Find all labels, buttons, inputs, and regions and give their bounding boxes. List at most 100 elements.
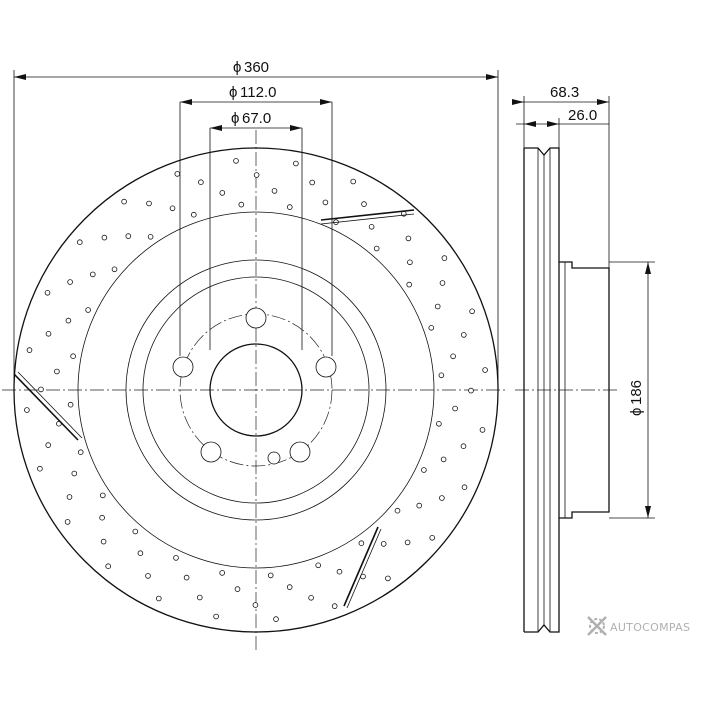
front-view: [2, 102, 505, 650]
bolt-hole: [289, 441, 311, 463]
gear-x-icon: [587, 616, 607, 636]
drill-hole: [65, 317, 72, 324]
drill-hole: [234, 586, 241, 592]
drill-hole: [100, 538, 107, 545]
hat-diameter-value: 186: [628, 380, 645, 405]
watermark-text: AUTOCOMPAS: [610, 621, 690, 634]
drill-hole: [145, 573, 151, 579]
drill-hole: [308, 594, 314, 601]
drill-hole: [271, 188, 278, 194]
drill-hole: [416, 502, 423, 509]
bolt-hole: [172, 356, 194, 378]
drill-hole: [434, 303, 441, 310]
drill-hole: [77, 449, 84, 456]
drill-hole: [479, 427, 486, 433]
drill-hole: [461, 484, 468, 491]
drill-hole: [336, 568, 343, 575]
drill-hole: [169, 205, 176, 212]
drill-hole: [219, 190, 226, 196]
drill-hole: [394, 507, 401, 514]
drill-hole: [37, 465, 43, 472]
drill-hole: [66, 494, 73, 500]
drill-hole: [156, 595, 162, 602]
drill-hole: [273, 616, 279, 622]
watermark: AUTOCOMPAS: [587, 616, 690, 636]
drill-hole: [71, 470, 78, 477]
drill-hole: [440, 456, 447, 463]
drill-hole: [252, 602, 259, 608]
drill-hole: [174, 171, 181, 177]
drill-hole: [469, 308, 475, 315]
drill-hole: [132, 528, 139, 535]
bolt-hole: [245, 307, 267, 329]
arrowhead: [486, 74, 498, 80]
drill-hole: [267, 572, 274, 579]
drill-hole: [238, 201, 245, 208]
pcd-symbol: ϕ: [229, 84, 237, 101]
arrowhead: [14, 74, 26, 80]
drill-hole: [233, 158, 239, 164]
bolt-holes: [172, 307, 337, 465]
slot: [320, 213, 415, 225]
drill-hole: [293, 160, 299, 167]
slot: [17, 371, 83, 439]
drill-hole: [361, 201, 367, 207]
slot: [13, 373, 79, 441]
drill-hole: [468, 387, 474, 394]
arrowhead: [645, 262, 651, 274]
drill-hole: [460, 332, 467, 338]
arrowhead: [597, 99, 609, 105]
arrowhead: [180, 99, 192, 105]
outer-diameter-value: 360: [244, 59, 269, 76]
drill-hole: [441, 255, 448, 261]
drill-hole: [219, 570, 226, 576]
drill-hole: [428, 324, 435, 331]
hat-step-edge: [142, 276, 370, 504]
drill-hole: [482, 367, 488, 373]
center-bore: [209, 343, 303, 437]
drill-hole: [385, 575, 391, 582]
thickness-value: 26.0: [568, 107, 597, 124]
drill-hole: [67, 279, 73, 285]
drill-hole: [406, 281, 413, 288]
drill-hole: [286, 204, 293, 210]
drill-hole: [24, 407, 30, 413]
drill-hole: [101, 234, 108, 241]
height-value: 68.3: [550, 84, 579, 101]
drill-hole: [45, 442, 51, 448]
drill-hole: [213, 613, 219, 620]
drill-hole: [146, 200, 152, 207]
drill-hole: [407, 259, 413, 266]
arrowhead: [290, 125, 302, 131]
drill-hole: [436, 420, 442, 427]
drill-hole: [45, 330, 52, 337]
slot: [346, 528, 382, 609]
drill-hole: [198, 179, 204, 186]
slot: [343, 526, 379, 607]
drill-hole: [191, 211, 197, 218]
slots: [13, 209, 415, 609]
hat-diameter-symbol: ϕ: [628, 408, 645, 416]
arrowhead: [512, 99, 524, 105]
drill-hole: [137, 550, 144, 556]
drill-hole: [439, 495, 445, 501]
drill-hole: [404, 539, 411, 546]
diameter-dimensions: ϕ 360 ϕ 112.0 ϕ 67.0: [13, 59, 499, 390]
drill-hole: [331, 603, 338, 609]
drill-hole: [90, 271, 96, 278]
drill-hole: [105, 563, 111, 569]
drill-hole: [70, 353, 76, 360]
drill-hole: [438, 372, 445, 379]
drill-hole: [44, 289, 51, 296]
drill-hole: [197, 594, 203, 601]
locating-hole: [267, 451, 281, 465]
drill-hole: [309, 179, 316, 186]
drill-hole: [429, 534, 436, 541]
drill-hole: [26, 347, 33, 353]
drill-hole: [450, 353, 456, 360]
drill-hole: [147, 234, 154, 240]
arrowhead: [320, 99, 332, 105]
drill-hole: [452, 405, 458, 412]
drill-hole: [322, 199, 329, 206]
arrowhead: [547, 121, 559, 127]
